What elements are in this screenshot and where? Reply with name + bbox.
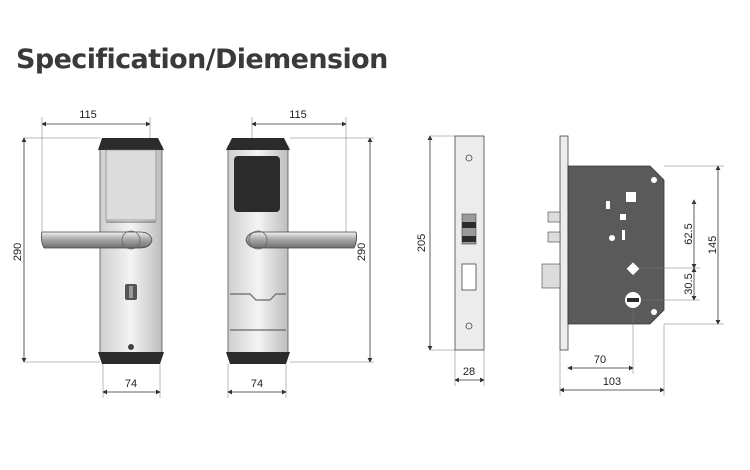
back-width-label: 115 (289, 109, 307, 121)
back-top-cap (226, 138, 290, 150)
back-plate-band-1 (230, 293, 286, 301)
front-card-window (105, 149, 157, 221)
front-lever-handle (40, 231, 153, 249)
deadbolt-slot (461, 263, 477, 291)
mortise-lock: 145 62.5 30.5 70 103 (541, 135, 724, 396)
faceplate-top-screw (465, 154, 473, 162)
page-title: Specification/Diemension (16, 44, 388, 75)
faceplate-height-label: 205 (416, 234, 428, 252)
front-width-label: 115 (79, 109, 97, 121)
back-height-label: 290 (356, 243, 368, 261)
faceplate-bottom-screw (465, 322, 473, 330)
front-top-cap (98, 138, 164, 150)
back-lever-handle (245, 231, 358, 249)
cylinder-dim-label: 30.5 (683, 273, 695, 294)
front-screw (128, 344, 134, 350)
front-panel: 115 290 74 (12, 109, 164, 398)
faceplate: 205 28 (416, 135, 485, 386)
mortise-depth-label: 70 (594, 354, 606, 366)
mortise-case (567, 165, 665, 325)
mortise-latch-upper (547, 211, 561, 223)
mortise-bottom-screw-hole (651, 309, 657, 315)
mortise-top-screw-hole (651, 177, 657, 183)
mortise-total-label: 103 (603, 376, 621, 388)
mortise-latch-lower (547, 231, 561, 243)
front-height-label: 290 (12, 243, 24, 261)
mortise-height-label: 145 (707, 236, 719, 254)
back-bottom-cap (226, 352, 290, 364)
front-base-label: 74 (125, 378, 137, 390)
mortise-deadbolt (541, 263, 561, 289)
spindle-dim-label: 62.5 (683, 223, 695, 244)
card-reader (234, 156, 280, 212)
mortise-square-hole (626, 192, 636, 202)
back-panel: 115 290 74 (226, 109, 374, 398)
mortise-front-strip (559, 135, 569, 351)
front-bottom-cap (98, 352, 164, 364)
back-base-label: 74 (251, 378, 263, 390)
faceplate-width-label: 28 (463, 366, 475, 378)
